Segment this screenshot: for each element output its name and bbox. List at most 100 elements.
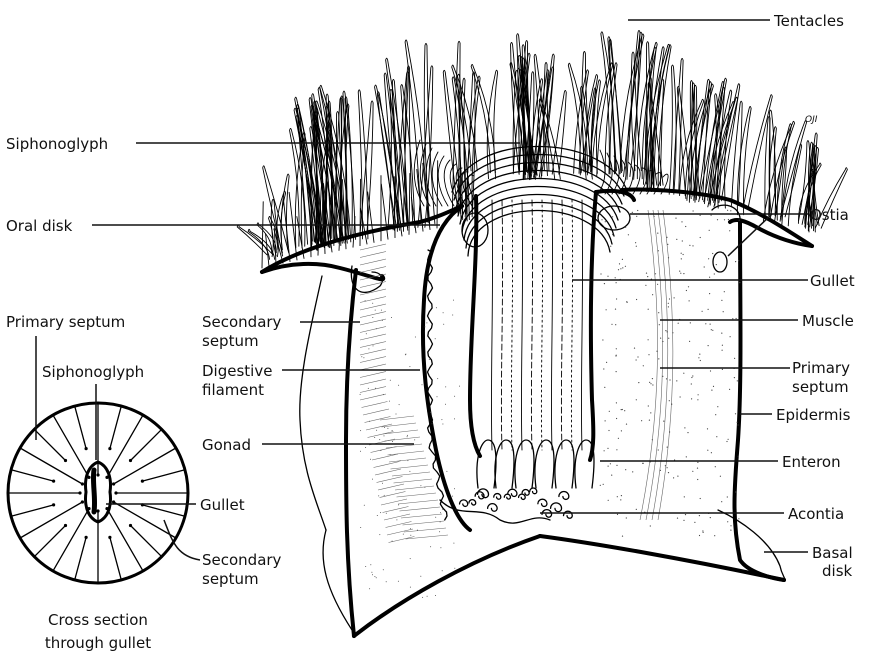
stipple-dot [636,246,637,247]
label-oral-disk: Oral disk [6,217,73,235]
stipple-dot [380,450,381,451]
stipple-dot [608,466,609,467]
stipple-dot [410,535,411,536]
stipple-dot [683,273,684,274]
hatch-line [375,469,401,475]
stipple-dot [732,318,733,319]
stipple-dot [622,267,623,268]
stipple-dot [608,430,609,431]
hatch-line [360,372,386,378]
stipple-dot [437,378,438,379]
stipple-dot [663,421,664,422]
stipple-dot [372,574,373,575]
stipple-dot [738,518,739,519]
stipple-dot [690,322,691,323]
stipple-dot [715,414,716,415]
stipple-dot [677,476,678,477]
hatch-line [389,537,415,543]
stipple-dot [710,370,711,371]
stipple-dot [667,467,668,468]
stipple-dot [676,380,677,381]
artist-signature: OJI [805,115,818,125]
stipple-dot [654,216,655,217]
stipple-dot [420,576,421,577]
stipple-dot [711,452,712,453]
tissue-stipple [360,210,741,598]
hatch-line [383,430,418,434]
stipple-dot [372,317,373,318]
stipple-dot [636,509,637,510]
hatch-line [372,454,398,460]
column-right-wall [735,222,785,580]
stipple-dot [715,466,716,467]
stipple-dot [390,380,391,381]
stipple-dot [392,541,393,542]
stipple-dot [724,219,725,220]
stipple-dot [443,312,444,313]
gullet-ridges [491,200,582,450]
stipple-dot [669,379,670,380]
stipple-dot [365,566,366,567]
hatch-line [360,312,386,318]
stipple-dot [454,568,455,569]
stipple-dot [728,439,729,440]
stipple-dot [721,501,722,502]
hatch-line [388,451,425,455]
primary-septum-line [53,415,89,477]
stipple-dot [691,377,692,378]
tentacle [552,90,566,174]
stipple-dot [707,428,708,429]
hatch-line [383,507,409,513]
stipple-dot [681,258,682,259]
stipple-dot [621,495,622,496]
stipple-dot [616,402,617,403]
stipple-dot [622,536,623,537]
septum-tip [64,524,67,527]
stipple-dot [389,401,390,402]
secondary-septum-line [34,526,65,557]
stipple-dot [616,465,617,466]
septum-tip [85,447,88,450]
stipple-dot [454,418,455,419]
primary-septum-line [107,415,143,477]
label-primary-septum-2: septum [792,378,849,396]
stipple-dot [364,505,365,506]
hatch-line [363,409,389,415]
stipple-dot [608,500,609,501]
hatch-line [400,507,441,511]
stipple-dot [602,339,603,340]
stipple-dot [446,471,447,472]
stipple-dot [652,384,653,385]
stipple-dot [430,546,431,547]
enteron-loop [555,440,574,488]
stipple-dot [713,386,714,387]
stipple-dot [442,570,443,571]
gullet-ridge [551,200,552,450]
septum-tip [64,459,67,462]
stipple-dot [700,360,701,361]
septum-hatching [360,244,448,543]
tentacle [737,106,751,214]
stipple-dot [689,300,690,301]
stipple-dot [722,345,723,346]
gullet-ridge [561,200,562,450]
stipple-dot [399,404,400,405]
stipple-dot [679,271,680,272]
stipple-dot [439,531,440,532]
stipple-dot [712,253,713,254]
stipple-dot [624,410,625,411]
inset-label-secondary-septum-1: Secondary [202,551,282,569]
muscle-line [640,210,658,520]
stipple-dot [734,377,735,378]
stipple-dot [648,339,649,340]
stipple-dot [615,324,616,325]
stipple-dot [619,263,620,264]
stipple-dot [737,422,738,423]
stipple-dot [646,273,647,274]
cross-section-septa [8,403,188,583]
stipple-dot [607,448,608,449]
stipple-dot [441,419,442,420]
stipple-dot [440,547,441,548]
hatch-line [389,458,426,462]
stipple-dot [693,210,694,211]
